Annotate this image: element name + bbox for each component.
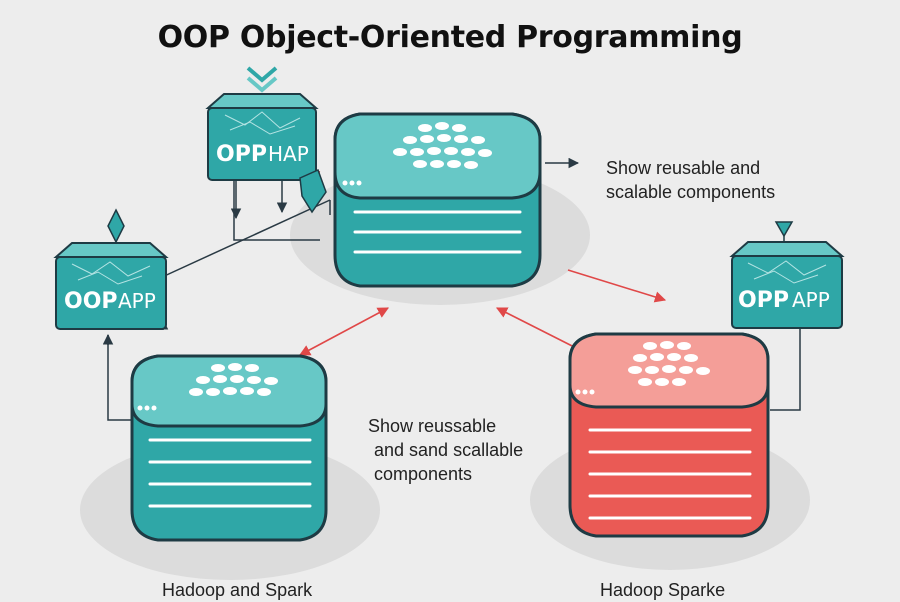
chevron-icon <box>246 66 278 83</box>
cube-right: OPP APP <box>729 221 845 329</box>
cube-top-text2: HAP <box>268 142 309 166</box>
cube-top: OPP HAP <box>205 66 319 181</box>
cube-right-text2: APP <box>792 288 830 312</box>
connector-lines <box>102 157 801 421</box>
server-left-dots <box>189 363 278 396</box>
cube-left: OOP APP <box>53 208 169 330</box>
connector-top-cube-down <box>233 180 320 241</box>
gem-icon <box>107 208 125 244</box>
caption-middle-line2: and sand scallable <box>374 440 524 460</box>
arrow-left-to-top <box>299 307 389 356</box>
connector-left-cube-to-left-server <box>107 335 132 421</box>
caption-middle-line3: components <box>374 464 473 484</box>
cube-right-text1: OPP <box>738 288 789 313</box>
cube-left-text1: OOP <box>64 289 118 314</box>
server-right-dots <box>628 341 710 386</box>
caption-bottom-right: Hadoop Sparke <box>600 580 726 600</box>
caption-middle: Show reussable and sand scallable compon… <box>368 414 523 486</box>
caption-top-right-line2: scalable components <box>606 182 776 202</box>
cube-left-text2: APP <box>118 289 156 313</box>
server-bottom-right <box>568 332 770 538</box>
arrow-top-to-right <box>567 269 667 303</box>
caption-top-right-line1: Show reusable and <box>606 158 761 178</box>
funnel-icon <box>774 221 794 238</box>
server-top-dots <box>393 122 492 169</box>
connector-right-cube-to-red-server <box>770 325 801 411</box>
cube-top-text1: OPP <box>216 142 267 167</box>
connector-left-cube-to-top-server <box>159 199 331 279</box>
pointer-icon <box>299 168 327 214</box>
caption-bottom-left: Hadoop and Spark <box>162 580 313 600</box>
caption-top-right: Show reusable and scalable components <box>606 156 775 204</box>
server-bottom-left <box>130 354 328 542</box>
caption-middle-line1: Show reussable <box>368 416 497 436</box>
server-top-center <box>333 112 542 288</box>
page-title: OOP Object-Oriented Programming <box>157 20 743 55</box>
